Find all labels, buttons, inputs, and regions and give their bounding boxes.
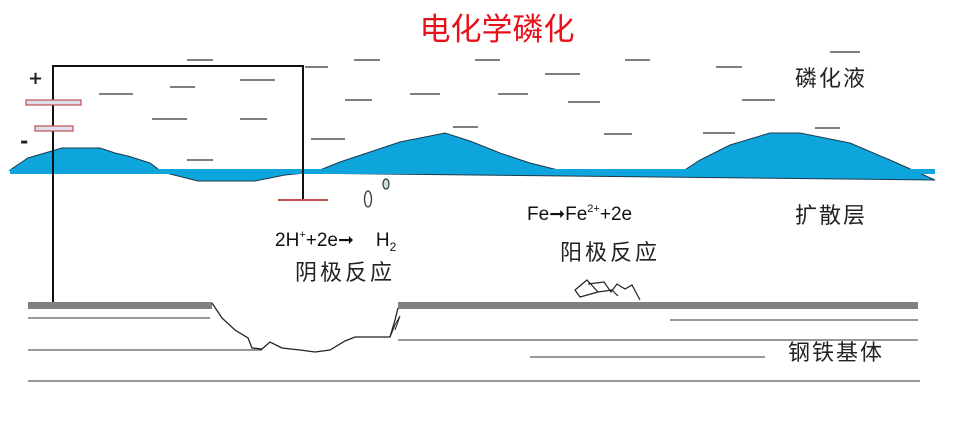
solution-ion-dashes (99, 51, 860, 161)
diagram-title: 电化学磷化 (420, 12, 575, 48)
cathode-reaction-label: 阴极反应 (295, 261, 395, 286)
phosphate-crystal (574, 279, 641, 301)
battery-negative-plate (34, 125, 74, 132)
hydrogen-bubble-icon (363, 190, 373, 208)
negative-sign: - (20, 129, 28, 153)
anode-reaction-label: 阳极反应 (560, 241, 660, 266)
corrosion-pit (211, 302, 399, 353)
battery-positive-plate (25, 99, 82, 106)
steel-grain-lines (28, 317, 920, 382)
cathode-equation: 2H++2e➞H2 (275, 229, 397, 254)
anode-equation: Fe➞Fe2++2e (527, 203, 632, 225)
substrate-label: 钢铁基体 (788, 341, 884, 366)
steel-surface-right (398, 302, 918, 309)
diffusion-layer-label: 扩散层 (795, 204, 867, 229)
diffusion-layer-base (10, 169, 935, 174)
hydrogen-bubble-icon (382, 178, 390, 190)
positive-sign: + (28, 68, 43, 89)
solution-label: 磷化液 (795, 67, 867, 92)
circuit-wire (52, 65, 304, 305)
steel-surface-left (28, 302, 212, 309)
pit-crack (389, 315, 401, 338)
